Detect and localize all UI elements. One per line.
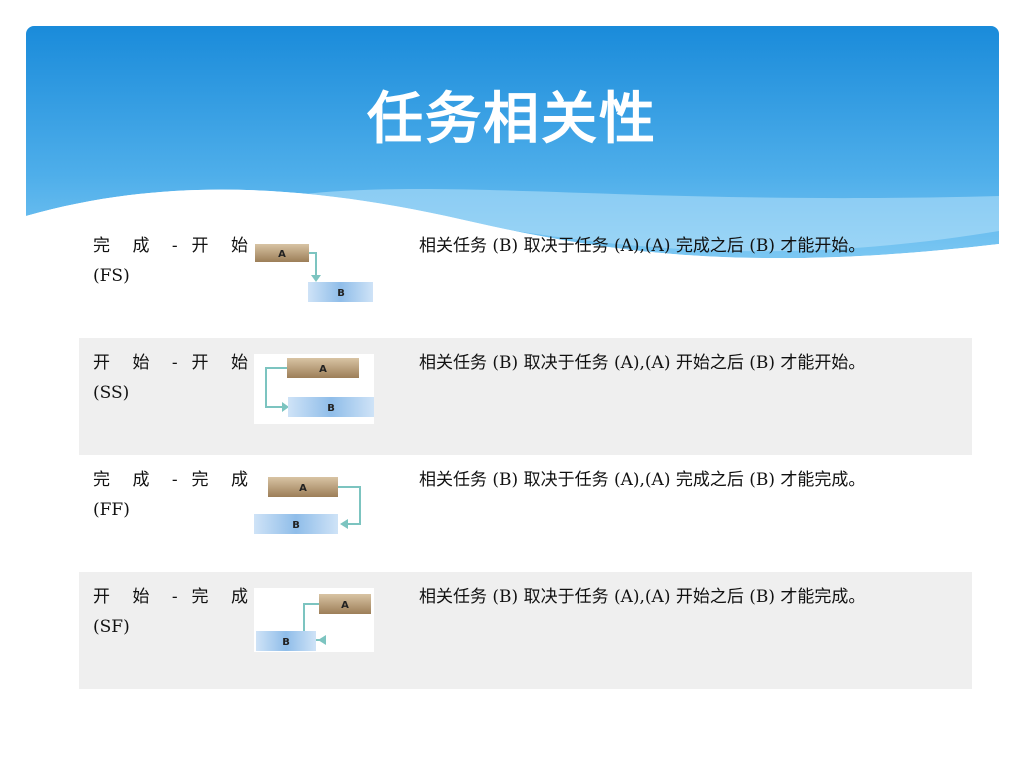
- dependency-name: 开 始 - 开 始: [93, 353, 248, 373]
- dependency-code: (FS): [93, 266, 130, 286]
- start-to-finish-diagram-icon: A B: [254, 588, 374, 652]
- diagram-cell: A B: [254, 221, 419, 338]
- dependency-code: (SF): [93, 617, 130, 637]
- task-a-label: A: [341, 600, 349, 611]
- dependency-table: 完 成 - 开 始 (FS) A B 相关任务 (B) 取决于任务 (A),(A…: [79, 221, 972, 689]
- task-b-label: B: [327, 403, 335, 414]
- task-a-label: A: [278, 249, 286, 260]
- table-row: 完 成 - 开 始 (FS) A B 相关任务 (B) 取决于任务 (A),(A…: [79, 221, 972, 338]
- task-a-label: A: [319, 364, 327, 375]
- dependency-name-cell: 完 成 - 开 始 (FS): [79, 221, 254, 338]
- dependency-name-cell: 开 始 - 完 成 (SF): [79, 572, 254, 689]
- dependency-description: 相关任务 (B) 取决于任务 (A),(A) 开始之后 (B) 才能开始。: [419, 338, 972, 455]
- title-banner: [26, 26, 999, 296]
- dependency-name-cell: 完 成 - 完 成 (FF): [79, 455, 254, 572]
- diagram-cell: A B: [254, 455, 419, 572]
- dependency-name: 完 成 - 完 成: [93, 470, 248, 490]
- dependency-description: 相关任务 (B) 取决于任务 (A),(A) 完成之后 (B) 才能开始。: [419, 236, 866, 256]
- dependency-description: 相关任务 (B) 取决于任务 (A),(A) 完成之后 (B) 才能完成。: [419, 470, 866, 490]
- dependency-description: 相关任务 (B) 取决于任务 (A),(A) 开始之后 (B) 才能完成。: [419, 572, 972, 689]
- finish-to-start-diagram-icon: A B: [255, 244, 373, 302]
- diagram-cell: A B: [254, 338, 419, 455]
- dependency-code: (FF): [93, 500, 130, 520]
- dependency-name: 开 始 - 完 成: [93, 587, 248, 607]
- table-row: 开 始 - 开 始 (SS) A B 相关任务 (B) 取决于任务 (A),(A…: [79, 338, 972, 455]
- task-b-label: B: [337, 288, 345, 299]
- start-to-start-diagram-icon: A B: [254, 354, 374, 424]
- page-title: 任务相关性: [367, 87, 657, 152]
- dependency-code: (SS): [93, 383, 130, 403]
- finish-to-finish-diagram-icon: A B: [254, 477, 361, 534]
- table-row: 完 成 - 完 成 (FF) A B 相关任务 (B) 取决于任务 (A),(A…: [79, 455, 972, 572]
- dependency-name: 完 成 - 开 始: [93, 236, 248, 256]
- task-a-label: A: [299, 483, 307, 494]
- table-row: 开 始 - 完 成 (SF) A B 相关任务 (B) 取决于任务 (A),(A…: [79, 572, 972, 689]
- task-b-label: B: [292, 520, 300, 531]
- dependency-name-cell: 开 始 - 开 始 (SS): [79, 338, 254, 455]
- diagram-cell: A B: [254, 572, 419, 689]
- task-b-label: B: [282, 637, 290, 648]
